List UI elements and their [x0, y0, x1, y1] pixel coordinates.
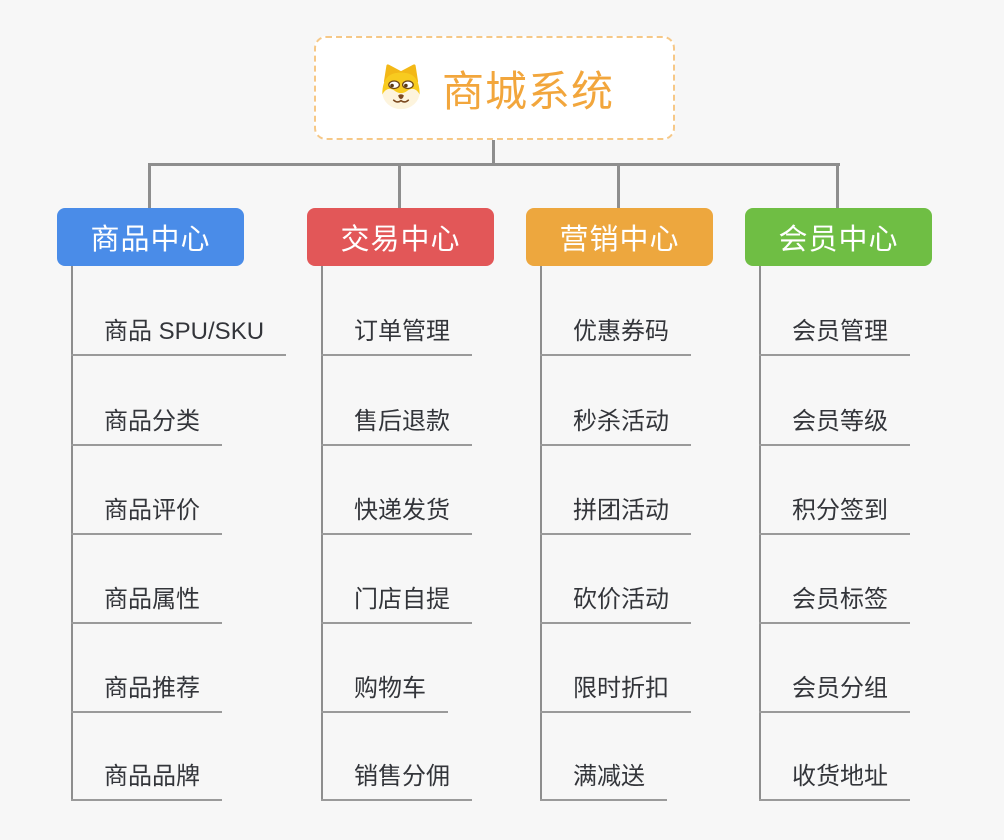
leaf-topic[interactable]: 砍价活动 [540, 585, 691, 624]
leaf-topic[interactable]: 门店自提 [321, 585, 472, 624]
branch-label: 商品中心 [90, 224, 211, 256]
branch-drop-connector-4 [836, 163, 839, 209]
root-topic-node[interactable]: 商城系统 [314, 36, 675, 140]
leaf-topic[interactable]: 商品评价 [71, 496, 222, 535]
leaf-topic[interactable]: 限时折扣 [540, 674, 691, 713]
branch-node-marketing-center[interactable]: 营销中心 [526, 208, 713, 266]
leaf-topic[interactable]: 拼团活动 [540, 496, 691, 535]
root-stem-connector [492, 140, 495, 165]
leaf-topic[interactable]: 收货地址 [759, 762, 910, 801]
branch-horizontal-connector [148, 163, 840, 166]
leaf-topic[interactable]: 积分签到 [759, 496, 910, 535]
leaf-topic[interactable]: 优惠券码 [540, 317, 691, 356]
leaf-topic[interactable]: 会员分组 [759, 674, 910, 713]
branch-drop-connector-1 [148, 163, 151, 209]
leaf-topic[interactable]: 订单管理 [321, 317, 472, 356]
leaf-topic[interactable]: 销售分佣 [321, 762, 472, 801]
leaf-topic[interactable]: 会员等级 [759, 407, 910, 446]
leaf-topic[interactable]: 会员管理 [759, 317, 910, 356]
branch-label: 会员中心 [778, 224, 899, 256]
leaf-topic[interactable]: 秒杀活动 [540, 407, 691, 446]
leaf-topic[interactable]: 商品分类 [71, 407, 222, 446]
leaf-topic[interactable]: 售后退款 [321, 407, 472, 446]
branch-label: 交易中心 [340, 224, 461, 256]
leaf-topic[interactable]: 商品品牌 [71, 762, 222, 801]
root-topic-title: 商城系统 [441, 67, 614, 115]
branch-node-product-center[interactable]: 商品中心 [57, 208, 244, 266]
dog-face-icon [375, 62, 427, 114]
leaf-topic[interactable]: 满减送 [540, 762, 667, 801]
branch-node-member-center[interactable]: 会员中心 [745, 208, 932, 266]
leaf-topic[interactable]: 商品属性 [71, 585, 222, 624]
leaf-topic[interactable]: 购物车 [321, 674, 448, 713]
branch-label: 营销中心 [559, 224, 680, 256]
branch-node-trade-center[interactable]: 交易中心 [307, 208, 494, 266]
leaf-topic[interactable]: 快递发货 [321, 496, 472, 535]
leaf-topic[interactable]: 商品推荐 [71, 674, 222, 713]
leaf-topic[interactable]: 商品 SPU/SKU [71, 317, 287, 356]
leaf-topic[interactable]: 会员标签 [759, 585, 910, 624]
branch-drop-connector-2 [398, 163, 401, 209]
branch-drop-connector-3 [617, 163, 620, 209]
